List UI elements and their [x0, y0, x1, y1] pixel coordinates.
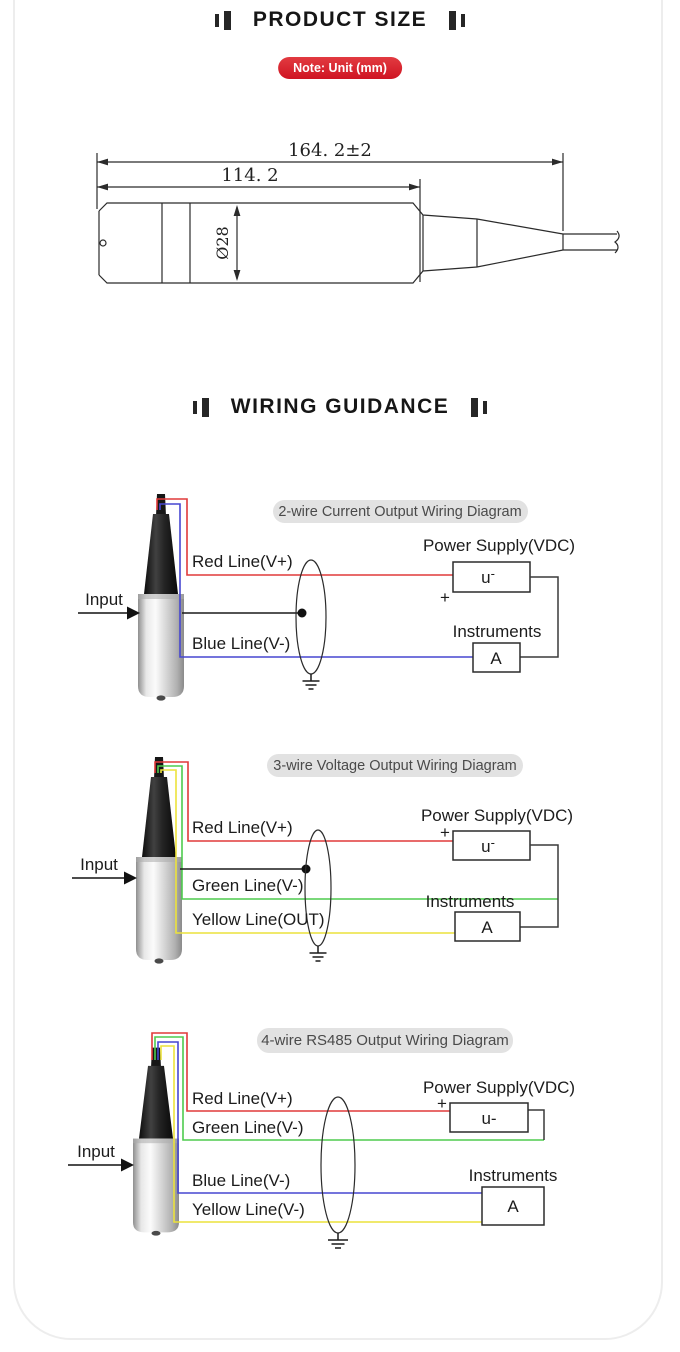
power-supply-box-label: u-: [481, 566, 495, 587]
diagram-title: 4-wire RS485 Output Wiring Diagram: [261, 1032, 509, 1049]
red-wire: [151, 1032, 450, 1112]
instruments-box: [481, 1186, 545, 1226]
instruments-box-label: A: [507, 1197, 519, 1216]
section-header-product-size: PRODUCT SIZE: [0, 8, 680, 32]
red-wire-label: Red Line(V+): [192, 818, 293, 837]
input-label: Input: [85, 590, 123, 609]
input-arrow: [72, 871, 137, 885]
green-wire-label: Green Line(V-): [192, 1118, 304, 1137]
loop-connector: [528, 1109, 545, 1140]
power-supply-label: Power Supply(VDC): [421, 806, 573, 825]
plus-sign: +: [440, 823, 450, 842]
dim-arrow: [409, 183, 420, 191]
diagram-title-pill: [273, 500, 528, 523]
red-wire-label: Red Line(V+): [192, 552, 293, 571]
cable-outline: [563, 230, 620, 254]
sensor-outline-bottom: [98, 249, 564, 284]
green-wire-label: Green Line(V-): [192, 876, 304, 895]
sensor-outline-edges: [98, 211, 564, 275]
dim-arrow: [552, 158, 563, 166]
input-label: Input: [77, 1142, 115, 1161]
page-title: PRODUCT SIZE: [252, 8, 428, 31]
instruments-label: Instruments: [426, 892, 515, 911]
sensor-image: [136, 757, 182, 964]
power-supply-box-label: u-: [481, 1109, 496, 1128]
dim-body-label: 114. 2: [221, 165, 278, 186]
input-label: Input: [80, 855, 118, 874]
dim-diameter-label: Ø28: [213, 226, 232, 259]
blue-wire-label: Blue Line(V-): [192, 1171, 290, 1190]
dim-arrow: [97, 183, 108, 191]
product-dimension-drawing: 164. 2±2 114. 2 Ø28: [96, 140, 620, 284]
blue-wire: [159, 503, 473, 658]
header-left-mark-icon: [192, 397, 209, 417]
loop-connector: [520, 576, 559, 658]
yellow-wire-label: Yellow Line(OUT): [192, 910, 325, 929]
ground-icon: [328, 1233, 348, 1249]
input-arrowhead-icon: [127, 606, 140, 620]
plus-sign: +: [440, 588, 450, 607]
loop-connector: [520, 844, 559, 928]
page-border-frame: [13, 0, 663, 1340]
power-supply-box-label: u-: [481, 835, 495, 856]
dim-arrow: [233, 205, 241, 216]
blue-wire-label: Blue Line(V-): [192, 634, 290, 653]
diagram-title: 3-wire Voltage Output Wiring Diagram: [273, 758, 516, 774]
yellow-wire: [160, 1045, 544, 1223]
header-left-mark-icon: [214, 10, 231, 30]
sensor-image: [133, 1047, 179, 1236]
input-arrow: [78, 606, 140, 620]
sensor-outline-top: [98, 202, 564, 235]
dim-arrow: [233, 270, 241, 281]
unit-note-badge: Note: Unit (mm): [278, 57, 402, 79]
power-supply-label: Power Supply(VDC): [423, 1078, 575, 1097]
red-wire-label: Red Line(V+): [192, 1089, 293, 1108]
ground-icon: [302, 674, 320, 690]
input-arrowhead-icon: [121, 1158, 134, 1172]
instruments-label: Instruments: [453, 622, 542, 641]
yellow-wire: [160, 769, 455, 934]
yellow-wire-label: Yellow Line(V-): [192, 1200, 305, 1219]
wiring-diagram-2wire: 2-wire Current Output Wiring Diagram Inp…: [78, 494, 575, 701]
diagram-title-pill: [267, 754, 523, 777]
instruments-label: Instruments: [469, 1166, 558, 1185]
cap-hole: [99, 239, 107, 247]
instruments-box-label: A: [490, 649, 502, 668]
shield-ellipse: [320, 1096, 356, 1234]
green-wire: [157, 765, 558, 900]
input-arrowhead-icon: [124, 871, 137, 885]
red-wire: [154, 761, 453, 842]
instruments-box: [472, 642, 521, 673]
junction-dot: [297, 608, 307, 618]
power-supply-label: Power Supply(VDC): [423, 536, 575, 555]
instruments-box-label: A: [481, 918, 493, 937]
wiring-diagram-3wire: 3-wire Voltage Output Wiring Diagram Inp…: [72, 754, 573, 964]
dim-arrow: [97, 158, 108, 166]
power-supply-box: [452, 561, 531, 593]
dim-overall-label: 164. 2±2: [288, 140, 372, 161]
green-wire: [154, 1036, 544, 1141]
blue-wire: [157, 1041, 482, 1194]
plus-sign: +: [437, 1094, 447, 1113]
sensor-inner-lines: [161, 203, 191, 283]
wiring-diagram-4wire: 4-wire RS485 Output Wiring Diagram Input…: [68, 1028, 575, 1249]
header-right-mark-icon: [471, 397, 488, 417]
header-right-mark-icon: [449, 10, 466, 30]
diagram-title: 2-wire Current Output Wiring Diagram: [278, 504, 521, 520]
power-supply-box: [452, 830, 531, 861]
sensor-image: [138, 494, 184, 701]
wiring-title: WIRING GUIDANCE: [230, 395, 450, 418]
input-arrow: [68, 1158, 134, 1172]
power-supply-box: [449, 1102, 529, 1133]
red-wire: [156, 498, 453, 576]
diagram-title-pill: [257, 1028, 513, 1053]
ground-icon: [309, 946, 327, 962]
dim-extension-lines: [96, 153, 564, 231]
section-header-wiring-guidance: WIRING GUIDANCE: [0, 395, 680, 419]
instruments-box: [454, 911, 521, 942]
